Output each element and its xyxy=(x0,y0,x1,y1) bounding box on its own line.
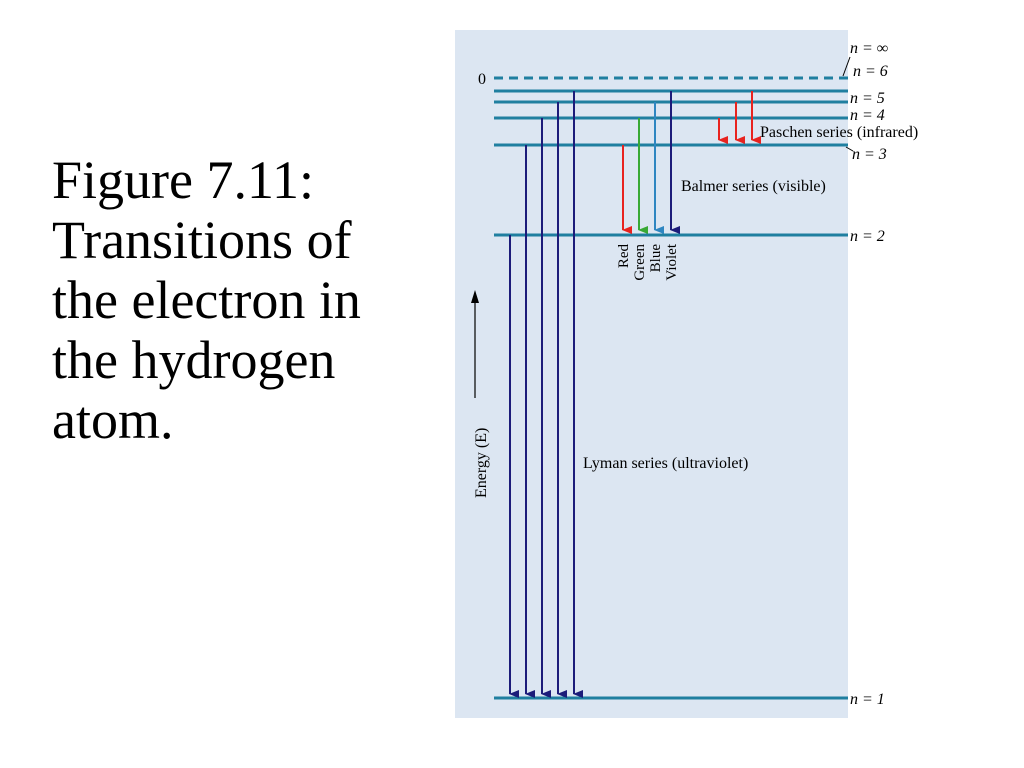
color-label-red: Red xyxy=(616,244,632,269)
level-label-4: n = 4 xyxy=(850,107,885,124)
energy-axis-arrowhead xyxy=(471,290,479,303)
figure-caption: Figure 7.11: Transitions of the electron… xyxy=(52,150,432,450)
level-label-3: n = 3 xyxy=(852,146,887,163)
color-label-violet: Violet xyxy=(664,243,680,280)
level-label-inf: n = ∞ xyxy=(850,40,888,57)
level-label-2: n = 2 xyxy=(850,228,885,245)
caption-line: Transitions of xyxy=(52,210,352,270)
zero-energy-label: 0 xyxy=(478,71,486,88)
color-label-green: Green xyxy=(632,244,648,281)
caption-line: Figure 7.11: xyxy=(52,150,314,210)
caption-line: atom. xyxy=(52,390,174,450)
level-label-1: n = 1 xyxy=(850,691,885,708)
label-connector-inf xyxy=(842,56,851,77)
lyman-series-label: Lyman series (ultraviolet) xyxy=(583,455,748,472)
level-label-6: n = 6 xyxy=(853,63,888,80)
color-label-blue: Blue xyxy=(648,244,664,273)
caption-line: the hydrogen xyxy=(52,330,336,390)
energy-axis-label: Energy (E) xyxy=(473,428,490,498)
caption-line: the electron in xyxy=(52,270,361,330)
label-connector-3 xyxy=(845,146,854,152)
balmer-series-label: Balmer series (visible) xyxy=(681,178,826,195)
paschen-series-label: Paschen series (infrared) xyxy=(760,124,918,141)
level-label-5: n = 5 xyxy=(850,90,885,107)
